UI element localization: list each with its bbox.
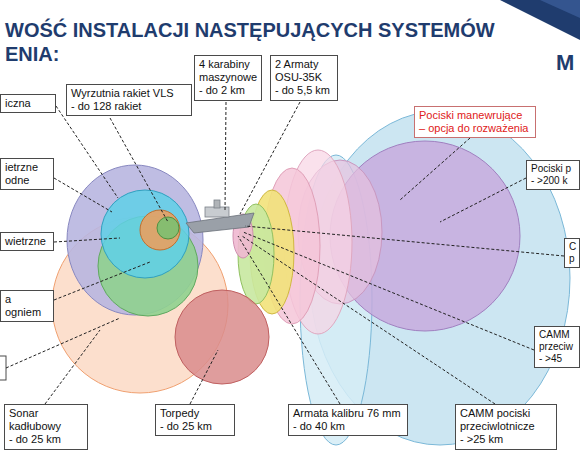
callout-box: Cp (564, 238, 580, 268)
callout-text: 4 karabiny maszynowe (199, 58, 257, 84)
callout-box: Torpedy- do 25 km (155, 404, 235, 436)
leader-line (54, 262, 150, 300)
range-sphere (101, 190, 189, 278)
leader-line (190, 350, 218, 404)
leader-line (245, 226, 564, 256)
callout-box: CAMM przeciw- >45 (534, 326, 580, 368)
callout-box: Pociski p- >200 k (526, 160, 580, 190)
leader-line (440, 178, 526, 222)
range-sphere (67, 165, 203, 315)
callout-box: iczna (0, 94, 56, 113)
range-sphere (140, 210, 180, 250)
callout-text: CAMM przeciw (539, 329, 575, 353)
callout-box: wietrzne (0, 232, 54, 251)
callout-box: ietrzne odne (0, 158, 54, 190)
leader-line (242, 236, 495, 404)
callout-box: Sonar kadłubowy- do 25 km (4, 404, 88, 450)
leader-line (238, 236, 340, 404)
callout-box: Pociski manewrujące – opcja do rozważeni… (414, 106, 536, 138)
callout-box: Wyrzutnia rakiet VLS- do 128 rakiet (66, 84, 192, 116)
leader-line (54, 238, 120, 242)
callout-text: - >45 (539, 353, 575, 365)
callout-text: - do 25 km (160, 420, 230, 433)
callout-text: 2 Armaty OSU-35K (275, 58, 333, 84)
callout-text: - >25 km (460, 433, 552, 446)
leader-line (240, 102, 300, 214)
callout-text: - do 128 rakiet (71, 100, 187, 113)
corner-banner (500, 0, 580, 40)
callout-text: Armata kalibru 76 mm (293, 407, 403, 420)
callout-box: a ogniem (0, 290, 54, 322)
leader-line (225, 102, 226, 212)
callout-text: Sonar kadłubowy (9, 407, 83, 433)
callout-text: wietrzne (5, 235, 49, 248)
callout-text: p (569, 253, 575, 265)
ship-mast (214, 200, 220, 208)
callout-box: 4 karabiny maszynowe- do 2 km (194, 55, 262, 101)
corner-banner (540, 0, 580, 18)
callout-box: Armata kalibru 76 mm- do 40 km (288, 404, 408, 436)
callout-text: Pociski manewrujące – opcja do rozważeni… (419, 109, 531, 135)
callout-text: Torpedy (160, 407, 230, 420)
callout-text: Wyrzutnia rakiet VLS (71, 87, 187, 100)
leader-lines (6, 102, 564, 404)
cropped-box (0, 356, 6, 380)
callout-text: CAMM pociski przeciwlotnicze (460, 407, 552, 433)
range-sphere (157, 217, 179, 239)
leader-line (243, 232, 534, 350)
callout-text: Pociski p (531, 163, 575, 175)
callout-box: 2 Armaty OSU-35K- do 5,5 km (270, 55, 338, 101)
callout-text: C (569, 241, 575, 253)
callout-text: - >200 k (531, 175, 575, 187)
callout-box: CAMM pociski przeciwlotnicze- >25 km (455, 404, 557, 450)
leader-line (400, 138, 470, 200)
callout-text: - do 40 km (293, 420, 403, 433)
range-sphere (175, 290, 269, 384)
leader-line (54, 178, 112, 212)
callout-text: - do 2 km (199, 84, 257, 97)
logo-letter: M (556, 50, 574, 76)
callout-text: ietrzne odne (5, 161, 49, 187)
page-title: WOŚĆ INSTALACJI NASTĘPUJĄCYCH SYSTEMÓW E… (5, 18, 525, 66)
leader-line (110, 118, 168, 222)
callout-text: - do 25 km (9, 433, 83, 446)
leader-line (6, 318, 120, 368)
leader-line (45, 330, 100, 404)
callout-text: iczna (5, 97, 51, 110)
callout-text: a ogniem (5, 293, 49, 319)
callout-text: - do 5,5 km (275, 84, 333, 97)
